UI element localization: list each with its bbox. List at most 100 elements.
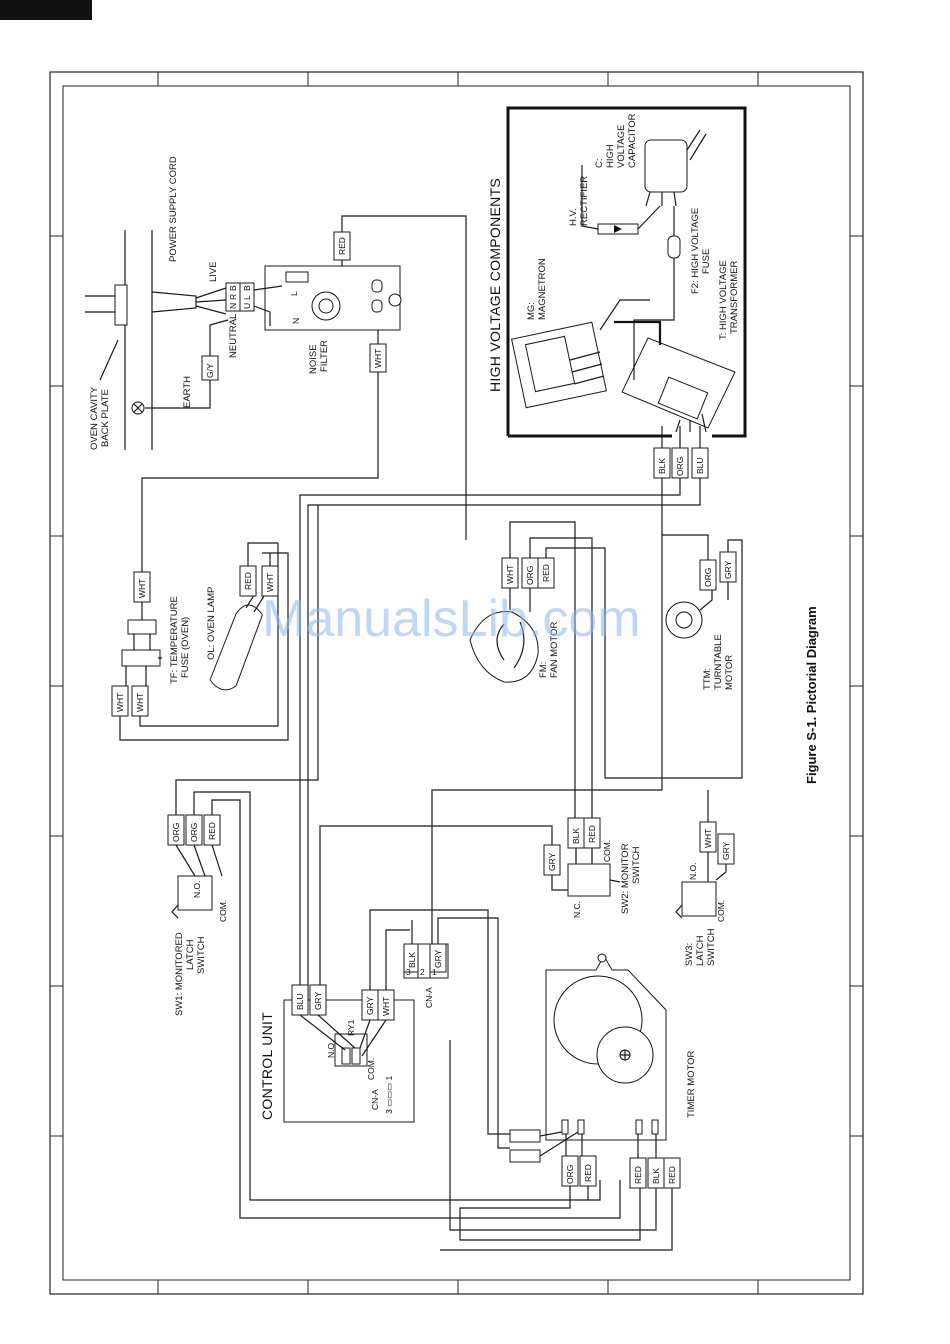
turntable-motor-label-3: MOTOR bbox=[724, 655, 735, 690]
magnetron-label-2: MAGNETRON bbox=[537, 258, 548, 320]
term-blu-l: L bbox=[242, 295, 252, 300]
hv-capacitor bbox=[644, 139, 688, 193]
cu-no-label: N.O. bbox=[326, 1041, 336, 1058]
transformer-label-2: TRANSFORMER bbox=[729, 261, 740, 335]
fan-motor-label-2: FAN MOTOR bbox=[549, 622, 560, 678]
tag-gry: GRY bbox=[721, 841, 731, 860]
tag-org: ORG bbox=[675, 457, 685, 476]
temp-fuse-label-2: FUSE (OVEN) bbox=[180, 617, 191, 678]
switches bbox=[167, 505, 735, 1219]
tag-org: ORG bbox=[189, 823, 199, 842]
tag-wht: WHT bbox=[265, 573, 275, 592]
sw2-label-2: SWITCH bbox=[631, 846, 642, 884]
filter-n-label: N bbox=[291, 318, 301, 324]
tag-blk: BLK bbox=[651, 1168, 661, 1184]
temp-fuse-label-1: TF: TEMPERATURE bbox=[169, 596, 180, 684]
tag-blu: BLU bbox=[695, 457, 705, 474]
zone-ticks bbox=[50, 72, 863, 1294]
earth-label: EARTH bbox=[182, 376, 193, 408]
cu-com-label: COM. bbox=[366, 1058, 376, 1080]
tag-blk: BLK bbox=[657, 458, 667, 474]
control-unit-title: CONTROL UNIT bbox=[259, 1012, 275, 1120]
sw2-nc-label: N.C. bbox=[572, 901, 582, 918]
tag-gry: GRY bbox=[313, 991, 323, 1010]
tag-blk: BLK bbox=[571, 828, 581, 844]
component-labels: POWER SUPPLY CORD OVEN CAVITY BACK PLATE… bbox=[89, 113, 740, 1120]
corner-tab bbox=[0, 0, 92, 20]
cna-pin-2: 2 bbox=[420, 967, 425, 977]
timer-motor-label: TIMER MOTOR bbox=[686, 1050, 697, 1118]
filter-coil-icon bbox=[311, 291, 341, 321]
tag-gry: GRY bbox=[547, 852, 557, 871]
turntable-motor-label-2: TURNTABLE bbox=[713, 634, 724, 690]
tag-org: ORG bbox=[171, 823, 181, 842]
sw2-label-1: SW2: MONITOR bbox=[620, 843, 631, 914]
term-brn-b: B bbox=[228, 285, 238, 291]
inner-frame bbox=[62, 85, 851, 1281]
cu-cna-pins: 3 ▭▭▭ 1 bbox=[384, 1075, 394, 1114]
term-blu-u: U bbox=[242, 303, 252, 309]
tag-wht: WHT bbox=[381, 997, 391, 1016]
cna-pin-3: 3 bbox=[406, 967, 411, 977]
oven-lamp bbox=[209, 604, 263, 691]
turntable-motor bbox=[665, 601, 703, 639]
hv-fuse-label-2: FUSE bbox=[701, 249, 712, 274]
capacitor-label-4: CAPACITOR bbox=[627, 113, 638, 168]
power-section bbox=[85, 215, 467, 578]
tag-red: RED bbox=[337, 237, 347, 255]
hv-fuse bbox=[667, 235, 681, 259]
magnetron-label-1: MG: bbox=[526, 302, 537, 320]
ry1-label: RY1 bbox=[346, 1019, 356, 1036]
sw3-com-label: COM. bbox=[716, 900, 726, 922]
power-cord-label: POWER SUPPLY CORD bbox=[168, 156, 179, 262]
filter-l-label: L bbox=[289, 291, 299, 296]
sw1-label-2: LATCH bbox=[185, 939, 196, 970]
wire-tags: RED WHT G/Y BLK ORG BLU WHT WHT WHT RED … bbox=[115, 237, 733, 1184]
noise-filter-label-1: NOISE bbox=[308, 344, 319, 374]
tag-red: RED bbox=[207, 822, 217, 840]
tag-red: RED bbox=[587, 825, 597, 843]
control-unit bbox=[283, 909, 510, 1149]
sw3-switch bbox=[681, 881, 717, 917]
sw3-label-3: SWITCH bbox=[706, 928, 717, 966]
middle-components bbox=[111, 521, 743, 960]
tag-gry: GRY bbox=[723, 560, 733, 579]
tag-blk: BLK bbox=[407, 952, 417, 968]
fan-motor bbox=[469, 611, 539, 683]
tag-red: RED bbox=[243, 572, 253, 590]
tag-wht: WHT bbox=[505, 565, 515, 584]
sw1-com-label: COM. bbox=[218, 900, 228, 922]
watermark: ManualsLib.com bbox=[262, 590, 641, 648]
sw2-com-label: COM. bbox=[602, 840, 612, 862]
rectifier-label-1: H.V. bbox=[568, 208, 579, 226]
turntable-motor-label-1: TTM: bbox=[702, 668, 713, 690]
temperature-fuse bbox=[121, 649, 161, 667]
noise-filter-label-2: FILTER bbox=[319, 340, 330, 372]
tag-red: RED bbox=[541, 564, 551, 582]
cna-label: CN-A bbox=[424, 987, 434, 1008]
hv-fuse-label-1: F2: HIGH VOLTAGE bbox=[690, 208, 701, 294]
sw3-label-1: SW3: bbox=[684, 943, 695, 966]
rectifier-label-2: RECTIFIER bbox=[579, 176, 590, 226]
cavity-plate-label-1: OVEN CAVITY bbox=[89, 386, 100, 450]
transformer-label-1: T: HIGH VOLTAGE bbox=[718, 260, 729, 340]
outer-frame bbox=[49, 71, 864, 1295]
high-voltage-title: HIGH VOLTAGE COMPONENTS bbox=[487, 178, 503, 392]
figure-caption: Figure S-1. Pictorial Diagram bbox=[804, 606, 819, 784]
tag-wht: WHT bbox=[115, 693, 125, 712]
sw1-switch bbox=[177, 875, 213, 911]
cu-cna-label: CN-A bbox=[370, 1089, 380, 1110]
tag-red: RED bbox=[667, 1166, 677, 1184]
timer-motor bbox=[440, 953, 681, 1251]
term-brn-n: N bbox=[228, 303, 238, 309]
tag-red: RED bbox=[583, 1164, 593, 1182]
live-label: LIVE bbox=[208, 261, 219, 282]
sw1-label-1: SW1: MONITORED bbox=[174, 932, 185, 1016]
tag-red: RED bbox=[633, 1166, 643, 1184]
tag-wht: WHT bbox=[135, 693, 145, 712]
sw2-switch bbox=[567, 863, 611, 897]
tag-gy: G/Y bbox=[205, 363, 215, 378]
cavity-plate-label-2: BACK PLATE bbox=[100, 389, 111, 447]
tag-org: ORG bbox=[565, 1165, 575, 1184]
